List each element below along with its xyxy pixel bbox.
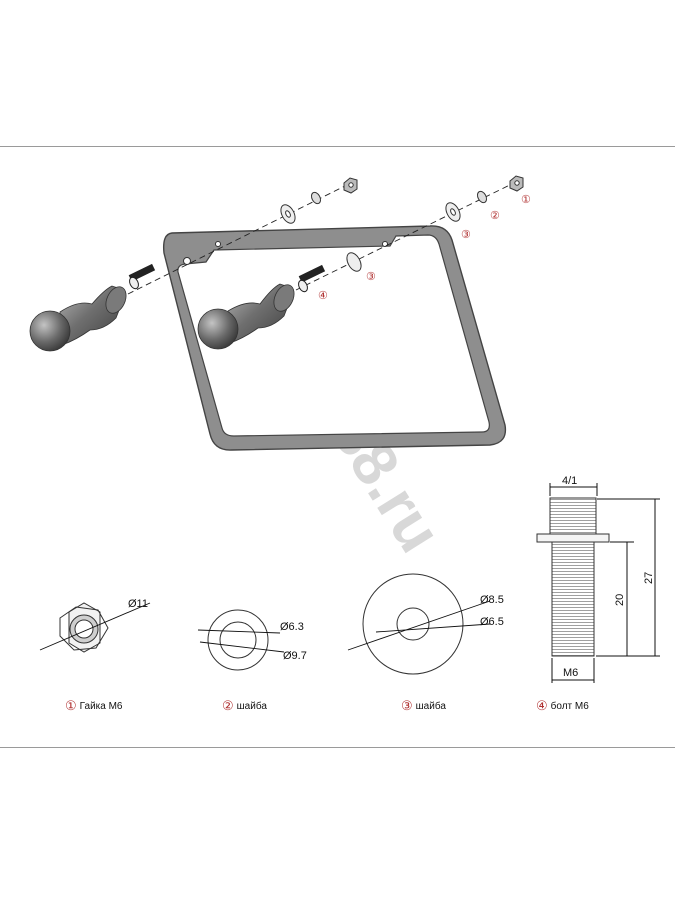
- nut-drawing: Ø11: [39, 598, 151, 653]
- callouts: ④ ③ ③ ② ①: [318, 194, 531, 302]
- dim-bolt-total-length: 27: [643, 572, 655, 584]
- dim-bolt-thread: M6: [563, 667, 578, 679]
- legend-nut: ① Гайка M6: [65, 698, 123, 713]
- callout-washer-large-a: ③: [366, 271, 376, 283]
- dim-bolt-head: 4/1: [562, 475, 577, 487]
- legend-washer-small-number: ②: [222, 698, 234, 713]
- legend-nut-label: Гайка M6: [79, 700, 123, 712]
- callout-bolt: ④: [318, 290, 328, 302]
- bottom-divider: [0, 747, 675, 748]
- callout-nut: ①: [521, 194, 531, 206]
- license-plate-frame: [162, 225, 507, 451]
- bolt-left: [128, 263, 156, 290]
- legend-washer-large-label: шайба: [415, 700, 446, 712]
- knob-right: [197, 283, 295, 350]
- knob-left: [29, 285, 127, 352]
- washer-small-drawing: Ø6.3 Ø9.7: [197, 609, 307, 671]
- legend-bolt: ④ болт M6: [536, 698, 589, 713]
- callout-washer-small: ②: [490, 210, 500, 222]
- dim-washer3-inner: Ø6.5: [480, 616, 504, 628]
- bolt-drawing: 4/1 20 27 M6: [536, 475, 660, 683]
- hardware-left: [280, 177, 358, 224]
- callout-washer-large-b: ③: [461, 229, 471, 241]
- washer-large-drawing: Ø8.5 Ø6.5: [347, 573, 504, 675]
- legend-bolt-label: болт M6: [550, 700, 589, 712]
- hardware-right: [346, 175, 524, 272]
- top-divider: [0, 146, 675, 147]
- dim-washer2-outer: Ø9.7: [283, 650, 307, 662]
- legend-bolt-number: ④: [536, 698, 548, 713]
- legend-nut-number: ①: [65, 698, 77, 713]
- dim-washer3-outer: Ø8.5: [480, 594, 504, 606]
- legend-washer-small-label: шайба: [236, 700, 267, 712]
- dim-washer2-inner: Ø6.3: [280, 621, 304, 633]
- bolt-right: [298, 264, 326, 293]
- dim-nut-across: Ø11: [128, 598, 148, 610]
- legend-washer-small: ② шайба: [222, 698, 267, 713]
- dim-bolt-thread-length: 20: [614, 594, 626, 606]
- legend-washer-large: ③ шайба: [401, 698, 446, 713]
- legend-washer-large-number: ③: [401, 698, 413, 713]
